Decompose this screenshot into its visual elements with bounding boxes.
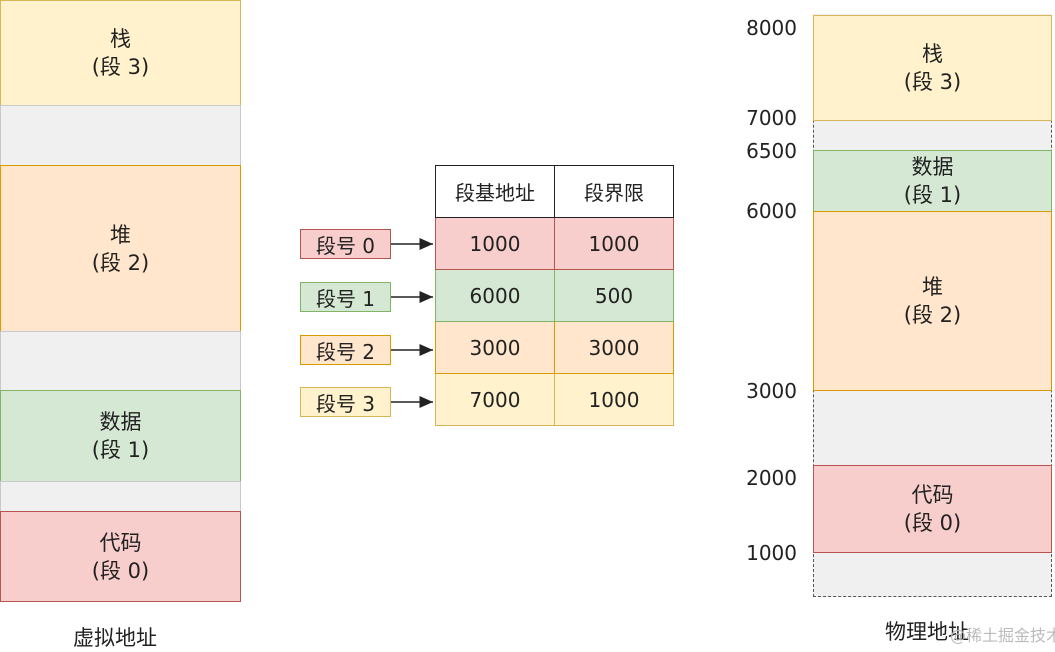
virtual-data-seg: (段 1) [91,438,150,462]
virtual-heap-label: 堆 [110,222,131,247]
virtual-code-segment: 代码 (段 0) [0,511,241,602]
physical-heap-seg: (段 2) [903,303,962,327]
virtual-data-label: 数据 [99,410,142,434]
address-label: 6500 [746,139,797,163]
segment-table-header: 段基地址 段界限 [435,165,674,218]
watermark: @稀土掘金技术社区 [950,626,1055,645]
header-limit: 段界限 [554,165,674,218]
segment-number-1: 段号 1 [300,282,391,312]
row-2-base: 3000 [435,321,555,374]
segment-table: 段基地址 段界限 1000 1000 6000 500 3000 3000 70… [435,165,674,426]
row-0-base: 1000 [435,217,555,270]
virtual-address-caption: 虚拟地址 [73,626,157,650]
physical-data-segment: 数据 (段 1) [813,150,1052,212]
physical-stack-segment: 栈 (段 3) [813,15,1052,121]
physical-code-label: 代码 [911,483,954,507]
virtual-heap-segment: 堆 (段 2) [0,165,241,332]
physical-address-caption: 物理地址 [885,620,969,644]
virtual-stack-label: 栈 [110,27,131,51]
table-row: 3000 3000 [435,321,674,374]
address-label: 7000 [746,106,797,130]
address-label: 1000 [746,541,797,565]
header-base: 段基地址 [435,165,555,218]
row-3-limit: 1000 [554,373,674,426]
virtual-code-label: 代码 [99,530,142,555]
physical-code-seg: (段 0) [903,511,962,535]
physical-heap-label: 堆 [922,275,943,299]
row-1-limit: 500 [554,269,674,322]
address-label: 2000 [746,466,797,490]
table-row: 7000 1000 [435,373,674,426]
physical-data-label: 数据 [911,155,954,179]
virtual-code-seg: (段 0) [91,558,150,583]
physical-data-seg: (段 1) [903,183,962,207]
virtual-heap-seg: (段 2) [91,250,150,275]
virtual-stack-seg: (段 3) [91,55,150,79]
row-1-base: 6000 [435,269,555,322]
segment-number-0: 段号 0 [300,229,391,259]
physical-code-segment: 代码 (段 0) [813,465,1052,553]
row-0-limit: 1000 [554,217,674,270]
physical-stack-label: 栈 [922,42,943,66]
virtual-stack-segment: 栈 (段 3) [0,0,241,106]
table-row: 6000 500 [435,269,674,322]
address-label: 6000 [746,199,797,223]
row-2-limit: 3000 [554,321,674,374]
segment-number-3: 段号 3 [300,387,391,417]
physical-stack-seg: (段 3) [903,70,962,94]
address-label: 8000 [746,16,797,40]
segment-number-2: 段号 2 [300,335,391,365]
physical-heap-segment: 堆 (段 2) [813,211,1052,391]
table-row: 1000 1000 [435,217,674,270]
address-label: 3000 [746,379,797,403]
